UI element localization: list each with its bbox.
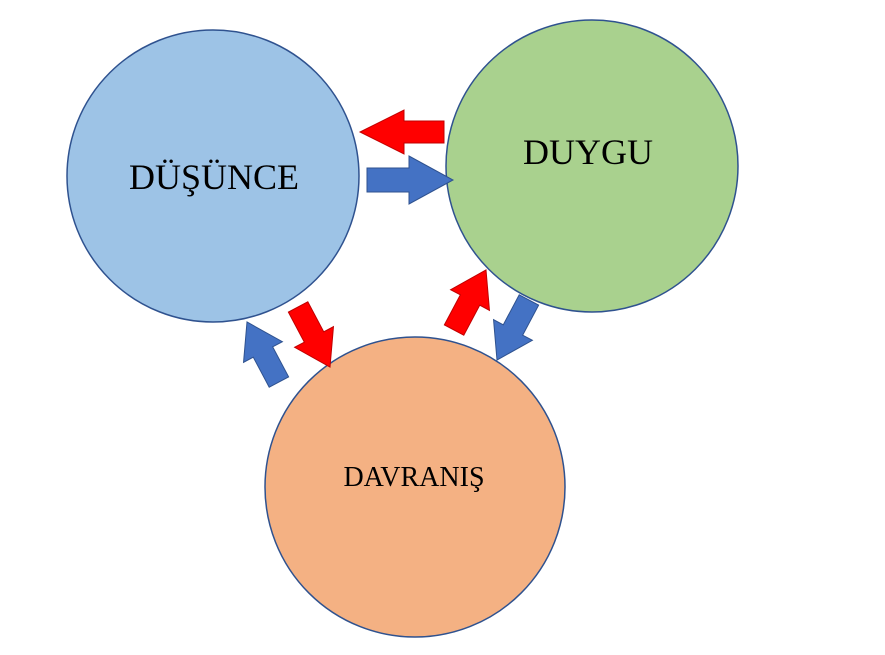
node-duygu	[445, 19, 739, 313]
node-dusunce-label: DÜŞÜNCE	[129, 157, 299, 197]
arrow-dusunce-to-duygu	[366, 155, 455, 205]
node-davranis	[264, 336, 566, 638]
node-davranis-label: DAVRANIŞ	[343, 462, 484, 493]
node-duygu-label: DUYGU	[523, 132, 653, 172]
arrow-davranis-to-dusunce	[242, 321, 290, 388]
node-dusunce	[66, 29, 360, 323]
arrow-dusunce-to-davranis	[287, 301, 335, 368]
arrow-duygu-to-davranis	[492, 294, 540, 361]
arrow-davranis-to-duygu	[443, 269, 491, 336]
arrow-duygu-to-dusunce	[358, 109, 445, 155]
